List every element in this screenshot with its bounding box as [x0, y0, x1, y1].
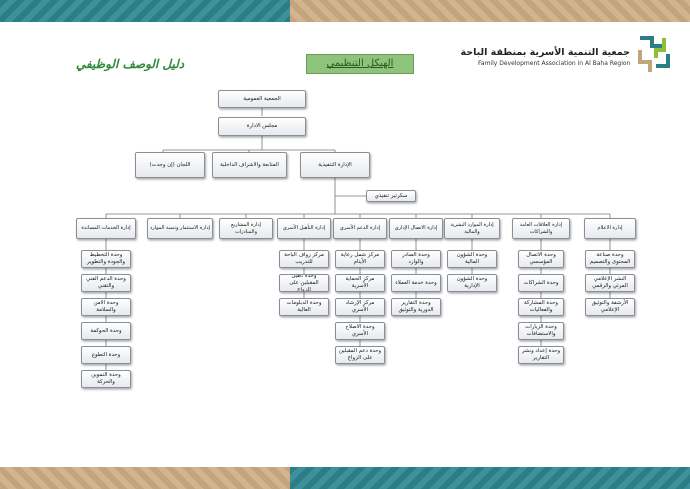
top-band-tan — [290, 0, 690, 22]
board-box: مجلس الادارة — [218, 117, 306, 136]
bottom-band-tan — [0, 467, 290, 489]
unit-box: وحدة التموين والحركة — [81, 370, 131, 388]
general-assembly-box: الجمعية العمومية — [218, 90, 306, 108]
unit-box: وحدة المشاركة والفعاليات — [518, 298, 564, 316]
association-logo-icon — [638, 36, 670, 72]
department-box: إدارة العلاقات العامة والشراكات — [512, 218, 570, 239]
unit-box: وحدة الزيارات والاستضافات — [518, 322, 564, 340]
unit-box: وحدة الشراكات — [518, 274, 564, 292]
bottom-band-teal — [290, 467, 690, 489]
department-box: إدارة المشاريع والمبادرات — [219, 218, 273, 239]
unit-box: وحدة خدمة العملاء — [391, 274, 441, 292]
unit-box: وحدة الاتصال المؤسسي — [518, 250, 564, 268]
department-box: إدارة الخدمات المساندة — [76, 218, 136, 239]
unit-box: وحدة الدبلومات العالية — [279, 298, 329, 316]
audit-box: المتابعة والاشراف الداخلية — [212, 152, 287, 178]
org-name-arabic: جمعية التنمية الأسرية بمنطقة الباحة — [460, 47, 631, 58]
unit-box: وحدة الصادر والوارد — [391, 250, 441, 268]
committees-box: اللجان (إن وجدت) — [135, 152, 205, 178]
unit-box: وحدة الامن والسلامة — [81, 298, 131, 316]
department-box: إدارة الموارد البشرية والمالية — [444, 218, 500, 239]
department-box: إدارة الاتصال الإداري — [389, 218, 443, 239]
unit-box: مركز الإرشاد الأسري — [335, 298, 385, 316]
department-box: إدارة التأهيل الأسري — [277, 218, 331, 239]
unit-box: وحدة الاصلاح الأسري — [335, 322, 385, 340]
bottom-decorative-band — [0, 467, 690, 489]
unit-box: مركز شمل رعاية الأيتام — [335, 250, 385, 268]
top-decorative-band — [0, 0, 690, 22]
unit-box: وحدة تأهيل المقبلين على الزواج — [279, 274, 329, 292]
unit-box: مركز الحماية الأسرية — [335, 274, 385, 292]
unit-box: وحدة صناعة المحتوى والتصميم — [585, 250, 635, 268]
department-box: إدارة الدعم الأسري — [333, 218, 387, 239]
unit-box: النشر الإعلامي المرئي والرقمي — [585, 274, 635, 292]
executive-box: الإدارة التنفيذية — [300, 152, 370, 178]
document-title: دليل الوصف الوظيفي — [75, 57, 185, 71]
department-box: إدارة الاستثمار وتنمية الموارد — [147, 218, 213, 239]
secretary-box: سكرتير تنفيذي — [366, 190, 416, 202]
unit-box: الأرشفة والتوثيق الإعلامي — [585, 298, 635, 316]
unit-box: وحدة الشؤون المالية — [447, 250, 497, 268]
unit-box: وحدة التخطيط والجودة والتطوير — [81, 250, 131, 268]
unit-box: مركز زواف الباحة للتدريب — [279, 250, 329, 268]
unit-box: وحدة التقارير الدورية والتوثيق — [391, 298, 441, 316]
org-name-english: Family Development Association in Al Bah… — [478, 60, 631, 67]
top-band-teal — [0, 0, 290, 22]
unit-box: وحدة التطوع — [81, 346, 131, 364]
unit-box: وحدة الشؤون الإدارية — [447, 274, 497, 292]
unit-box: وحدة إعداد ونشر التقارير — [518, 346, 564, 364]
section-title: الهيكل التنظيمي — [306, 54, 414, 74]
unit-box: وحدة الحوكمة — [81, 322, 131, 340]
unit-box: وحدة دعم المقبلين على الزواج — [335, 346, 385, 364]
unit-box: وحدة الدعم الفني والتقني — [81, 274, 131, 292]
department-box: إدارة الاعلام — [584, 218, 636, 239]
